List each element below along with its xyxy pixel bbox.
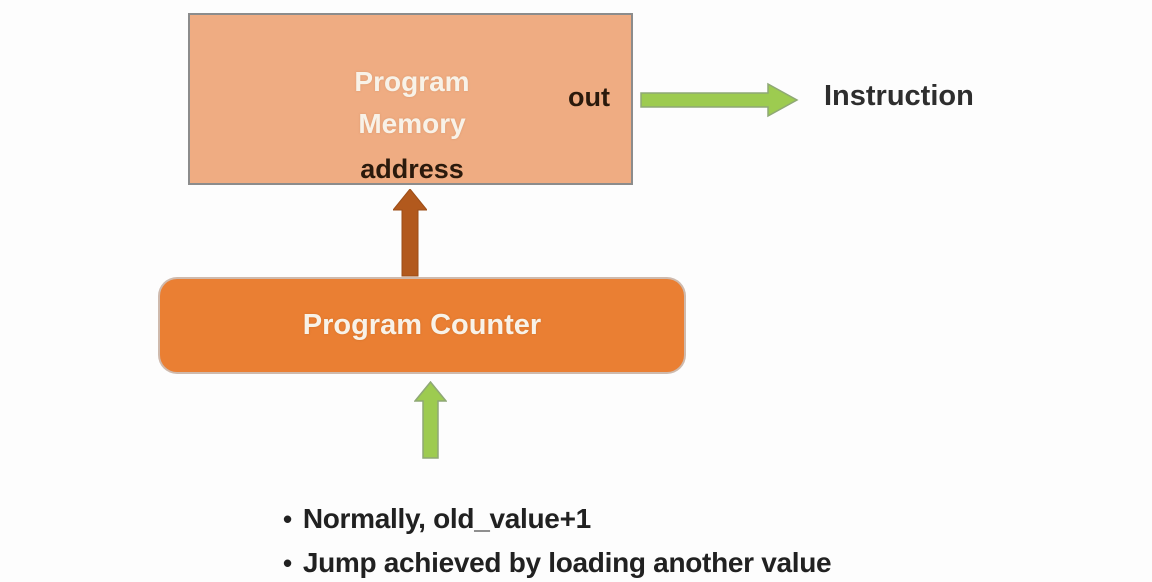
bullet-icon: • <box>283 504 292 534</box>
address-port-label: address <box>360 154 464 184</box>
out-to-instruction-arrow-icon <box>640 82 799 118</box>
instruction-label: Instruction <box>824 80 974 112</box>
note-text: Normally, old_value+1 <box>302 503 591 534</box>
counter-to-memory-arrow-icon <box>393 189 427 277</box>
list-item: • Jump achieved by loading another value <box>283 541 832 582</box>
note-text: Jump achieved by loading another value <box>302 547 832 578</box>
counter-input-arrow-icon <box>414 381 447 459</box>
program-memory-title: Program Memory <box>354 66 470 139</box>
program-counter-box: Program Counter <box>160 279 684 372</box>
list-item: • Normally, old_value+1 <box>283 497 831 541</box>
program-memory-box: Program Memory address out <box>188 13 633 185</box>
bullet-icon: • <box>283 548 292 578</box>
notes-list: • Normally, old_value+1 • Jump achieved … <box>283 497 832 582</box>
out-port-label: out <box>568 82 610 112</box>
program-counter-label: Program Counter <box>302 309 542 341</box>
